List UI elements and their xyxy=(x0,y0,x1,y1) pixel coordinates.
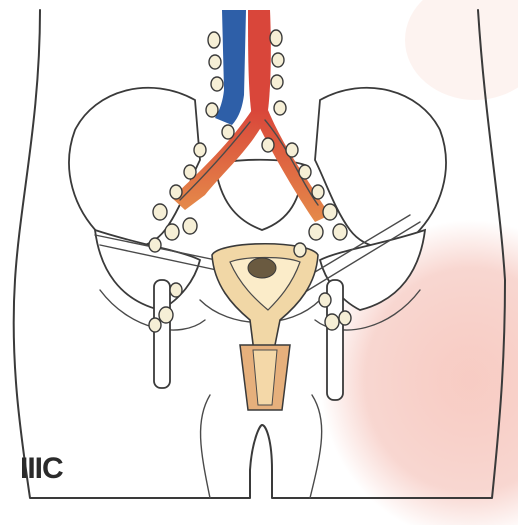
stage-label: IIIC xyxy=(20,452,63,486)
left-femur xyxy=(154,280,170,388)
aorta xyxy=(248,10,271,118)
